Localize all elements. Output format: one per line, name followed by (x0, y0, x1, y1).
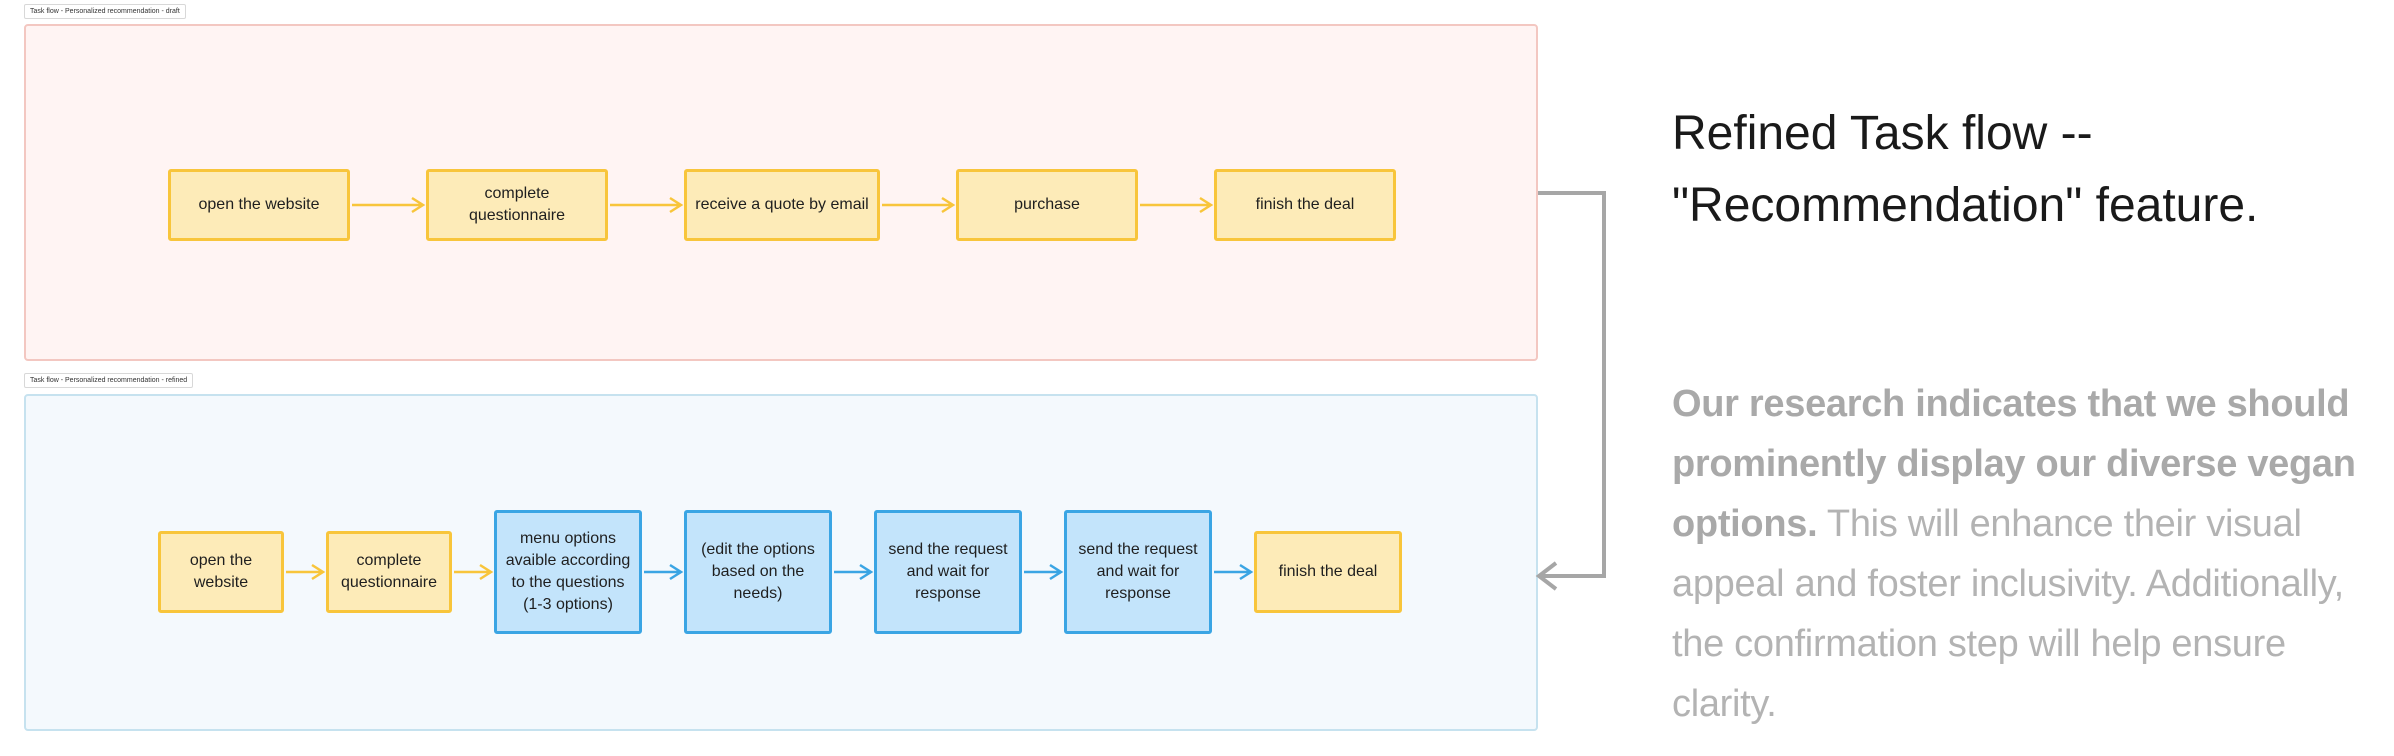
draft-step-3: receive a quote by email (684, 169, 880, 241)
refined-step-6: send the request and wait for response (1064, 510, 1212, 634)
refined-arrow-2 (454, 563, 494, 581)
refined-arrow-3 (644, 563, 684, 581)
draft-step-1: open the website (168, 169, 350, 241)
refined-step-4: (edit the options based on the needs) (684, 510, 832, 634)
draft-step-2: complete questionnaire (426, 169, 608, 241)
refined-arrow-6 (1214, 563, 1254, 581)
draft-arrow-2 (610, 196, 684, 214)
refined-step-3: menu options avaible according to the qu… (494, 510, 642, 634)
draft-arrow-4 (1140, 196, 1214, 214)
page-heading: Refined Task flow -- "Recommendation" fe… (1672, 107, 2259, 232)
refined-arrow-5 (1024, 563, 1064, 581)
refined-step-2: complete questionnaire (326, 531, 452, 613)
draft-step-5: finish the deal (1214, 169, 1396, 241)
refined-step-7: finish the deal (1254, 531, 1402, 613)
research-paragraph: Our research indicates that we should pr… (1672, 374, 2394, 734)
refined-arrow-1 (286, 563, 326, 581)
refined-arrow-4 (834, 563, 874, 581)
refined-step-1: open the website (158, 531, 284, 613)
research-body: This will enhance their visual appeal an… (1672, 503, 2344, 725)
draft-arrow-1 (352, 196, 426, 214)
draft-frame-label: Task flow - Personalized recommendation … (24, 4, 186, 19)
draft-step-4: purchase (956, 169, 1138, 241)
draft-arrow-3 (882, 196, 956, 214)
refined-frame-label: Task flow - Personalized recommendation … (24, 373, 194, 388)
research-highlight: Our research indicates that we should pr… (1672, 383, 2356, 545)
refined-step-5: send the request and wait for response (874, 510, 1022, 634)
